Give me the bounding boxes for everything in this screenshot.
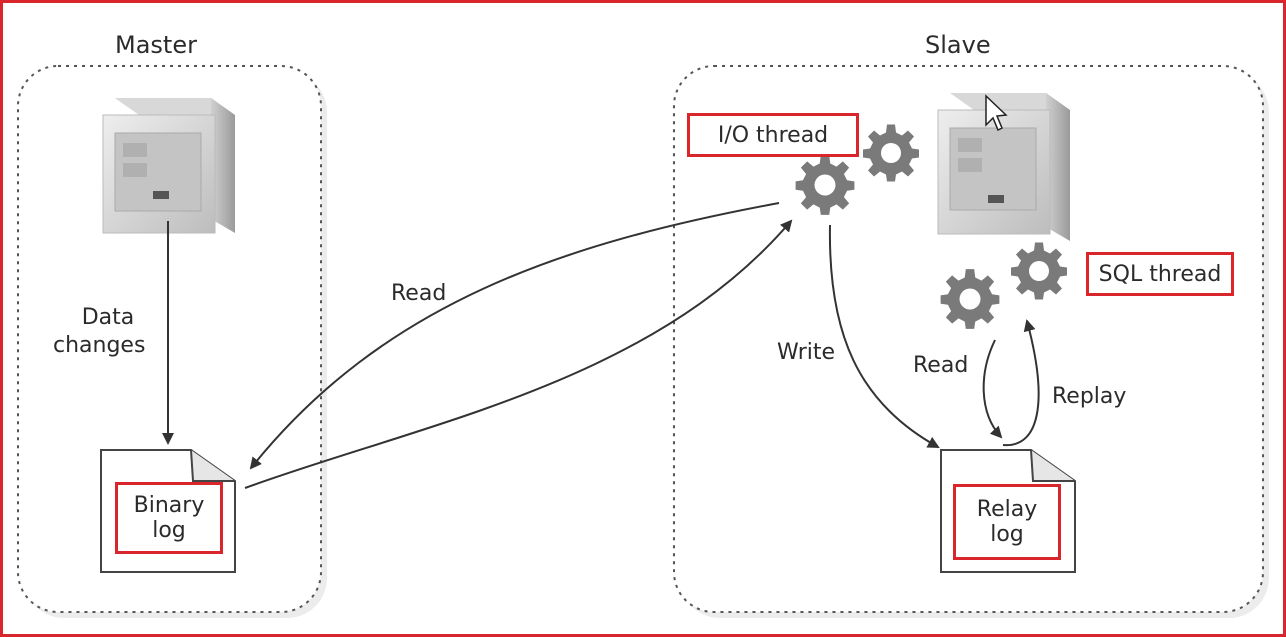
master-server-icon <box>102 98 235 234</box>
write-arrow <box>828 224 940 448</box>
slave-title: Slave <box>925 31 991 59</box>
data-changes-label: Data <box>73 305 143 331</box>
cursor-icon <box>985 94 1008 132</box>
data-changes-line-1: Data <box>81 305 135 330</box>
sql-thread-label: SQL thread <box>1086 252 1234 296</box>
replay-arrow <box>1002 319 1040 447</box>
relay-log-line-2: log <box>990 522 1024 547</box>
sql-read-label: Read <box>913 353 969 378</box>
slave-server-icon <box>937 93 1070 241</box>
read-arrow-to-binary-log <box>249 202 780 470</box>
master-container <box>17 65 322 613</box>
relay-log-line-1: Relay <box>976 496 1038 522</box>
read-label: Read <box>391 281 447 306</box>
io-thread-label: I/O thread <box>687 113 859 157</box>
binary-log-line-1: Binary <box>133 492 205 518</box>
data-changes-line-2: changes <box>53 333 146 358</box>
binary-log-line-2: log <box>152 518 186 543</box>
relay-log-label: Relay log <box>953 484 1061 560</box>
binary-log-label: Binary log <box>115 482 223 554</box>
read-arrow-to-io-thread <box>244 219 793 489</box>
replay-label: Replay <box>1052 384 1127 409</box>
sql-read-arrow <box>982 339 1003 439</box>
write-label: Write <box>777 340 836 365</box>
master-title: Master <box>115 31 197 59</box>
